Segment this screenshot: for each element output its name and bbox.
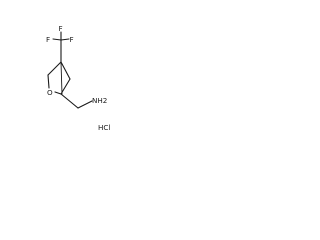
bond-ch2-n	[77, 100, 93, 109]
amine-label: NH2	[92, 96, 107, 105]
bond-left-ch2-oxygen	[47, 74, 50, 89]
aminomethyl-bonds	[60, 93, 93, 109]
bond-central-bridge	[60, 61, 63, 95]
bond-c-f-left	[52, 38, 62, 41]
fluorine-label-right: F	[70, 35, 74, 44]
bond-bridgehead-right-ch2	[60, 61, 71, 80]
oxygen-label: O	[47, 88, 53, 97]
bond-bridgehead-left-ch2	[47, 61, 62, 76]
salt-label: HCl	[98, 123, 110, 132]
bond-oxygen-bridgehead	[54, 91, 62, 95]
trifluoromethyl-bonds	[52, 31, 70, 63]
bond-c-f-right	[60, 38, 70, 41]
bond-right-ch2-bridgehead	[60, 78, 71, 95]
fluorine-label-left: F	[46, 35, 50, 44]
structure-diagram: F F F O NH2 HCl	[46, 24, 110, 132]
bond-bridgehead-ch2	[60, 93, 79, 109]
fluorine-label-top: F	[59, 24, 63, 33]
bicyclic-cage-bonds	[47, 61, 71, 95]
